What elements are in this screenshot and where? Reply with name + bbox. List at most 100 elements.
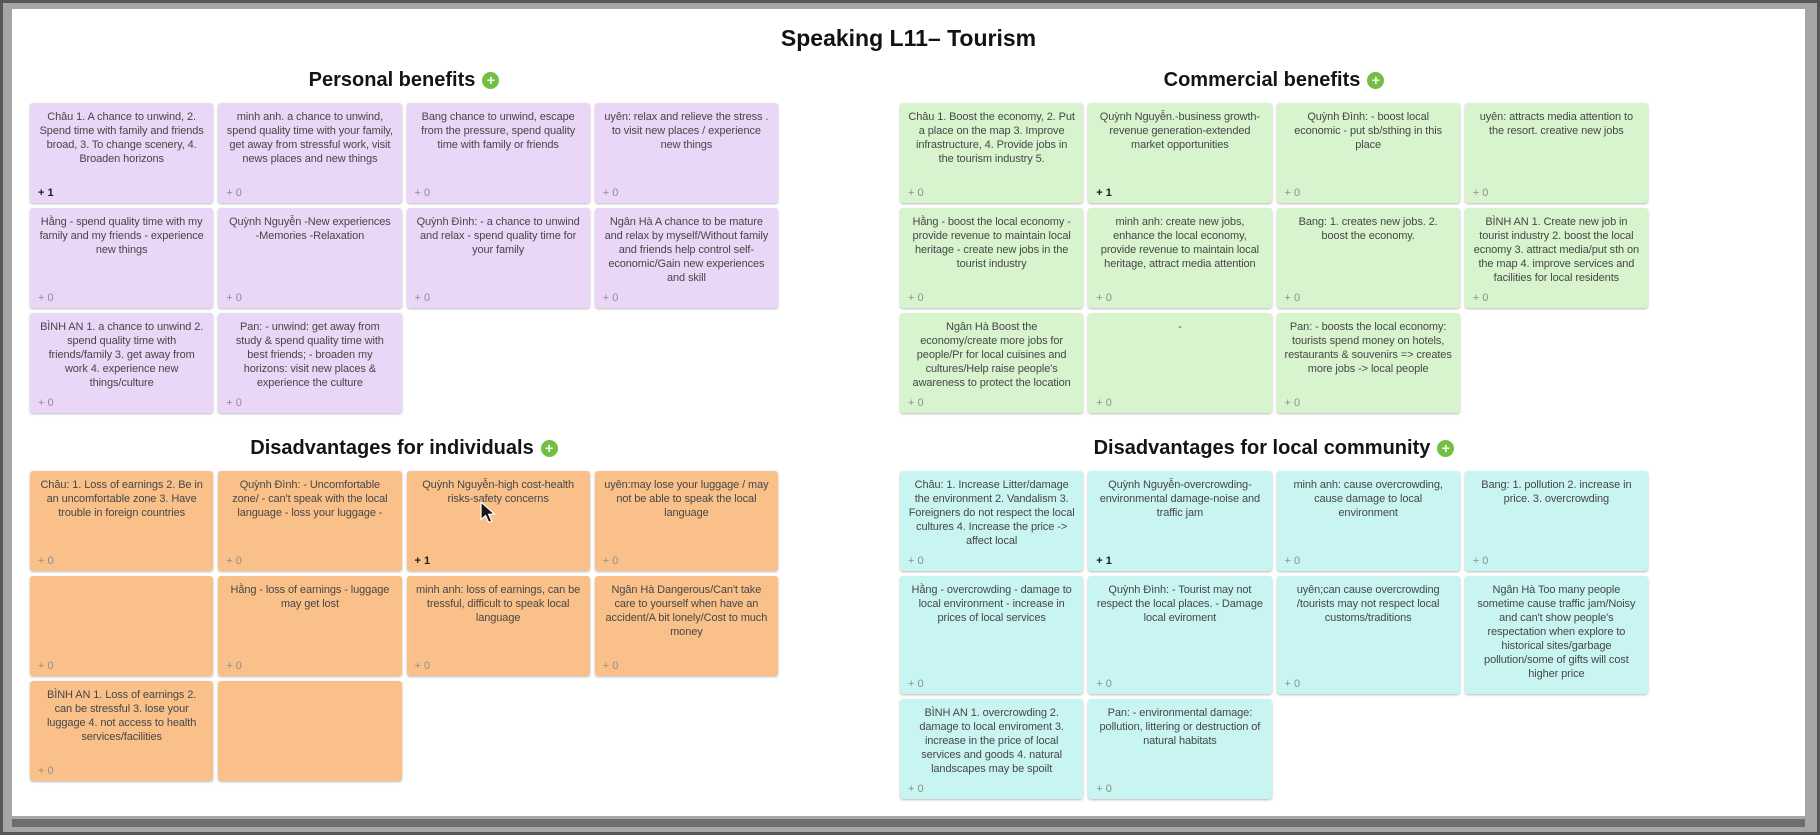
card[interactable]: Quỳnh Đình: - a chance to unwind and rel… — [406, 208, 590, 308]
vote-count[interactable]: + 0 — [908, 292, 924, 304]
vote-count[interactable]: + 0 — [1096, 292, 1112, 304]
vote-count[interactable]: + 0 — [38, 765, 54, 777]
card[interactable]: Ngân Hà Dangerous/Can't take care to you… — [594, 576, 778, 676]
add-card-button[interactable]: + — [1367, 71, 1385, 89]
card[interactable]: - + 0 — [1088, 313, 1272, 413]
card-text: minh anh: create new jobs, enhance the l… — [1100, 216, 1259, 271]
board-column-left: Personal benefits+Châu 1. A chance to un… — [30, 67, 778, 781]
vote-count[interactable]: + 0 — [38, 292, 54, 304]
vote-count[interactable]: + 0 — [1096, 783, 1112, 795]
vote-count[interactable]: + 0 — [226, 187, 242, 199]
card[interactable]: Quỳnh Đình: - Tourist may not respect th… — [1088, 576, 1272, 694]
vote-count[interactable]: + 0 — [226, 397, 242, 409]
card[interactable]: uyên;can cause overcrowding /tourists ma… — [1276, 576, 1460, 694]
card[interactable]: Hằng - boost the local economy - provide… — [900, 208, 1084, 308]
card[interactable]: BÌNH AN 1. overcrowding 2. damage to loc… — [900, 699, 1084, 799]
vote-count[interactable]: + 0 — [226, 660, 242, 672]
vote-count[interactable]: + 1 — [1096, 555, 1112, 567]
vote-count[interactable]: + 0 — [908, 678, 924, 690]
card-grid: Châu: 1. Increase Litter/damage the envi… — [900, 471, 1648, 799]
vote-count[interactable]: + 0 — [226, 292, 242, 304]
vote-count[interactable]: + 0 — [908, 397, 924, 409]
vote-count[interactable]: + 0 — [1284, 555, 1301, 567]
card[interactable]: Ngân Hà Boost the economy/create more jo… — [900, 313, 1084, 413]
vote-count[interactable]: + 1 — [1096, 187, 1112, 199]
vote-count[interactable]: + 0 — [1472, 292, 1489, 304]
card[interactable]: Châu: 1. Loss of earnings 2. Be in an un… — [30, 471, 214, 571]
add-card-button[interactable]: + — [482, 71, 500, 89]
card[interactable]: minh anh: loss of earnings, can be tress… — [406, 576, 590, 676]
card[interactable]: BÌNH AN 1. Create new job in tourist ind… — [1464, 208, 1648, 308]
vote-count[interactable]: + 1 — [414, 555, 431, 567]
card[interactable]: Quỳnh Nguyễn-high cost-health risks-safe… — [406, 471, 590, 571]
vote-count[interactable]: + 0 — [1284, 678, 1301, 690]
card-text: Ngân Hà Dangerous/Can't take care to you… — [605, 584, 768, 639]
card[interactable]: Pan: - boosts the local economy: tourist… — [1276, 313, 1460, 413]
vote-count[interactable]: + 0 — [226, 555, 242, 567]
vote-count[interactable]: + 0 — [1472, 555, 1489, 567]
card[interactable]: uyên: relax and relieve the stress . to … — [594, 103, 778, 203]
section-disadvantages-individuals: Disadvantages for individuals + Châu: 1. L… — [30, 435, 778, 781]
add-card-button[interactable]: + — [540, 439, 558, 457]
card[interactable]: Quỳnh Nguyễn.-business growth-revenue ge… — [1088, 103, 1272, 203]
card[interactable]: Ngân Hà Too many people sometime cause t… — [1464, 576, 1648, 694]
card[interactable]: uyên:may lose your luggage / may not be … — [594, 471, 778, 571]
vote-count[interactable]: + 0 — [1284, 187, 1301, 199]
card[interactable]: Quỳnh Nguyễn -New experiences -Memories … — [218, 208, 402, 308]
vote-count[interactable]: + 0 — [602, 292, 619, 304]
card[interactable]: Hằng - loss of earnings - luggage may ge… — [218, 576, 402, 676]
card[interactable]: BÌNH AN 1. Loss of earnings 2. can be st… — [30, 681, 214, 781]
card[interactable]: Châu: 1. Increase Litter/damage the envi… — [900, 471, 1084, 571]
vote-count[interactable]: + 0 — [602, 660, 619, 672]
card-text: Pan: - unwind: get away from study & spe… — [235, 321, 384, 390]
vote-count[interactable]: + 0 — [38, 397, 54, 409]
card[interactable]: BÌNH AN 1. a chance to unwind 2. spend q… — [30, 313, 214, 413]
vote-count[interactable]: + 0 — [414, 660, 431, 672]
card-text — [38, 583, 205, 658]
section-title: Disadvantages for local community — [1093, 436, 1431, 459]
vote-count[interactable]: + 0 — [1284, 397, 1301, 409]
vote-count[interactable]: + 0 — [414, 187, 431, 199]
card[interactable]: Hằng - overcrowding - damage to local en… — [900, 576, 1084, 694]
vote-count[interactable]: + 1 — [38, 187, 54, 199]
vote-count[interactable]: + 0 — [602, 555, 619, 567]
card[interactable]: Quỳnh Đình: - Uncomfortable zone/ - can'… — [218, 471, 402, 571]
card[interactable]: Hằng - spend quality time with my family… — [30, 208, 214, 308]
add-card-button[interactable]: + — [1437, 439, 1455, 457]
card[interactable]: Bang chance to unwind, escape from the p… — [406, 103, 590, 203]
vote-count[interactable]: + 0 — [908, 555, 924, 567]
vote-count[interactable]: + 0 — [414, 292, 431, 304]
vote-count[interactable]: + 0 — [908, 187, 924, 199]
vote-count[interactable]: + 0 — [1284, 292, 1301, 304]
card[interactable]: + 0 — [30, 576, 214, 676]
vote-count[interactable]: + 0 — [602, 187, 619, 199]
card-text: Quỳnh Nguyễn-high cost-health risks-safe… — [422, 479, 575, 506]
card[interactable]: Pan: - unwind: get away from study & spe… — [218, 313, 402, 413]
card[interactable] — [218, 681, 402, 781]
card[interactable]: Quỳnh Nguyễn-overcrowding-environmental … — [1088, 471, 1272, 571]
card-text: uyên:may lose your luggage / may not be … — [604, 479, 769, 520]
card[interactable]: minh anh: cause overcrowding, cause dama… — [1276, 471, 1460, 571]
card[interactable]: Pan: - environmental damage: pollution, … — [1088, 699, 1272, 799]
card-text: Quỳnh Đình: - Uncomfortable zone/ - can'… — [232, 479, 388, 520]
section-title: Disadvantages for individuals — [250, 436, 534, 459]
vote-count[interactable]: + 0 — [1472, 187, 1489, 199]
vote-count[interactable]: + 0 — [38, 660, 54, 672]
card[interactable]: Quỳnh Đình: - boost local economic - put… — [1276, 103, 1460, 203]
card[interactable]: minh anh: create new jobs, enhance the l… — [1088, 208, 1272, 308]
vote-count[interactable]: + 0 — [1096, 397, 1112, 409]
card[interactable]: Bang: 1. pollution 2. increase in price.… — [1464, 471, 1648, 571]
card[interactable]: minh anh. a chance to unwind, spend qual… — [218, 103, 402, 203]
card[interactable]: Châu 1. A chance to unwind, 2. Spend tim… — [30, 103, 214, 203]
vote-count[interactable]: + 0 — [1096, 678, 1112, 690]
card[interactable]: Ngân Hà A chance to be mature and relax … — [594, 208, 778, 308]
vote-count[interactable]: + 0 — [908, 783, 924, 795]
card-text: - — [1178, 321, 1182, 333]
card[interactable]: uyên: attracts media attention to the re… — [1464, 103, 1648, 203]
horizontal-scrollbar[interactable] — [12, 819, 1805, 827]
card[interactable]: Châu 1. Boost the economy, 2. Put a plac… — [900, 103, 1084, 203]
vote-count[interactable]: + 0 — [38, 555, 54, 567]
card[interactable]: Bang: 1. creates new jobs. 2. boost the … — [1276, 208, 1460, 308]
card-text: BÌNH AN 1. Create new job in tourist ind… — [1473, 216, 1640, 285]
